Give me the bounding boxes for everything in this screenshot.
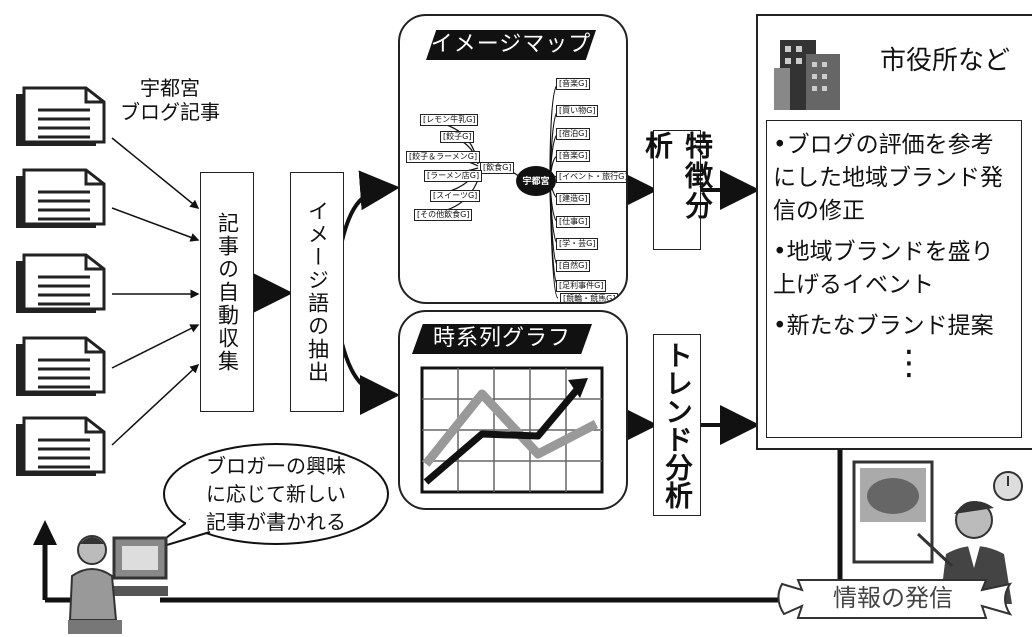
blogger-speech-bubble: ブロガーの興味 に応じて新しい 記事が書かれる	[150, 440, 390, 551]
timeseries-panel: 時系列グラフ	[398, 310, 628, 510]
mindmap-item: [餃子＆ラーメンG]	[406, 151, 481, 163]
presenter-icon	[852, 460, 1023, 604]
trend-analysis-box: トレンド分析	[653, 334, 701, 516]
image-map-panel: イメージマップ 宇都宮 [飲食G] [レモン牛乳G] [餃子G] [餃子＆ラーメ…	[398, 14, 628, 304]
dissemination-banner-shape	[777, 579, 1013, 619]
mindmap-item: [買い物G]	[556, 105, 599, 117]
feature-analysis-box: 特徴分析	[641, 130, 714, 250]
trend-analysis-label: トレンド分析	[661, 341, 694, 509]
mindmap-item: [学・芸G]	[556, 238, 599, 250]
city-bullets: •ブログの評価を参考にした地域ブランド発信の修正 •地域ブランドを盛り上げるイベ…	[766, 120, 1022, 438]
mindmap-item: [自然G]	[556, 260, 591, 272]
extract-box: イメージ語の抽出	[290, 172, 344, 412]
document-icon	[16, 168, 106, 228]
extract-label: イメージ語の抽出	[305, 200, 330, 384]
mindmap-item: [ラーメン店G]	[424, 170, 483, 182]
dissemination-label: 情報の発信	[833, 584, 953, 612]
line-chart-illustration	[420, 366, 604, 494]
mindmap-item: [イベント・旅行G]	[556, 171, 626, 183]
gray-trend-line	[422, 389, 599, 467]
collect-label: 記事の自動収集	[215, 211, 240, 373]
document-icon	[16, 336, 106, 396]
mindmap-item: [建造G]	[556, 193, 591, 205]
blogger-person-icon	[68, 535, 168, 634]
document-icon	[16, 253, 106, 313]
mindmap-item: [その他飲食G]	[414, 209, 473, 221]
city-title: 市役所など	[880, 46, 1011, 76]
mindmap-item: [音楽G]	[556, 78, 591, 90]
bubble-shape	[150, 443, 389, 551]
bullet-item: •ブログの評価を参考にした地域ブランド発信の修正	[773, 132, 1003, 224]
mindmap-item: [競輪・競馬G]	[560, 293, 619, 302]
feedback-arrowhead	[33, 520, 57, 545]
document-icon	[16, 86, 106, 146]
collect-box: 記事の自動収集	[200, 172, 254, 412]
mindmap-item: [餃子G]	[440, 131, 475, 143]
timeseries-title: 時系列グラフ	[412, 324, 592, 354]
black-trend-line	[423, 383, 583, 485]
bullet-item: •新たなブランド提案	[773, 313, 994, 339]
mindmap-center: 宇都宮	[522, 177, 550, 187]
mindmap-item: [スイーツG]	[430, 190, 481, 202]
sources-caption: 宇都宮 ブログ記事	[120, 76, 220, 124]
building-icon	[774, 40, 840, 110]
mindmap-item: [足利事件G]	[556, 280, 607, 292]
mindmap-hub: [飲食G]	[480, 162, 515, 174]
doc-arrows	[111, 137, 200, 446]
city-hall-panel: 市役所など •ブログの評価を参考にした地域ブランド発信の修正 •地域ブランドを盛…	[756, 14, 1032, 450]
feature-analysis-label: 特徴分析	[641, 131, 714, 221]
mindmap-item: [レモン牛乳G]	[420, 114, 479, 126]
ellipsis: ⋮	[892, 343, 926, 383]
image-map-title: イメージマップ	[426, 30, 596, 60]
mindmap-item: [仕事G]	[556, 216, 591, 228]
bullet-item: •地域ブランドを盛り上げるイベント	[773, 239, 994, 298]
document-icon	[16, 416, 106, 476]
mindmap-item: [宿泊G]	[556, 128, 591, 140]
mindmap-item: [音楽G]	[556, 150, 591, 162]
feedback-loop	[42, 450, 843, 603]
